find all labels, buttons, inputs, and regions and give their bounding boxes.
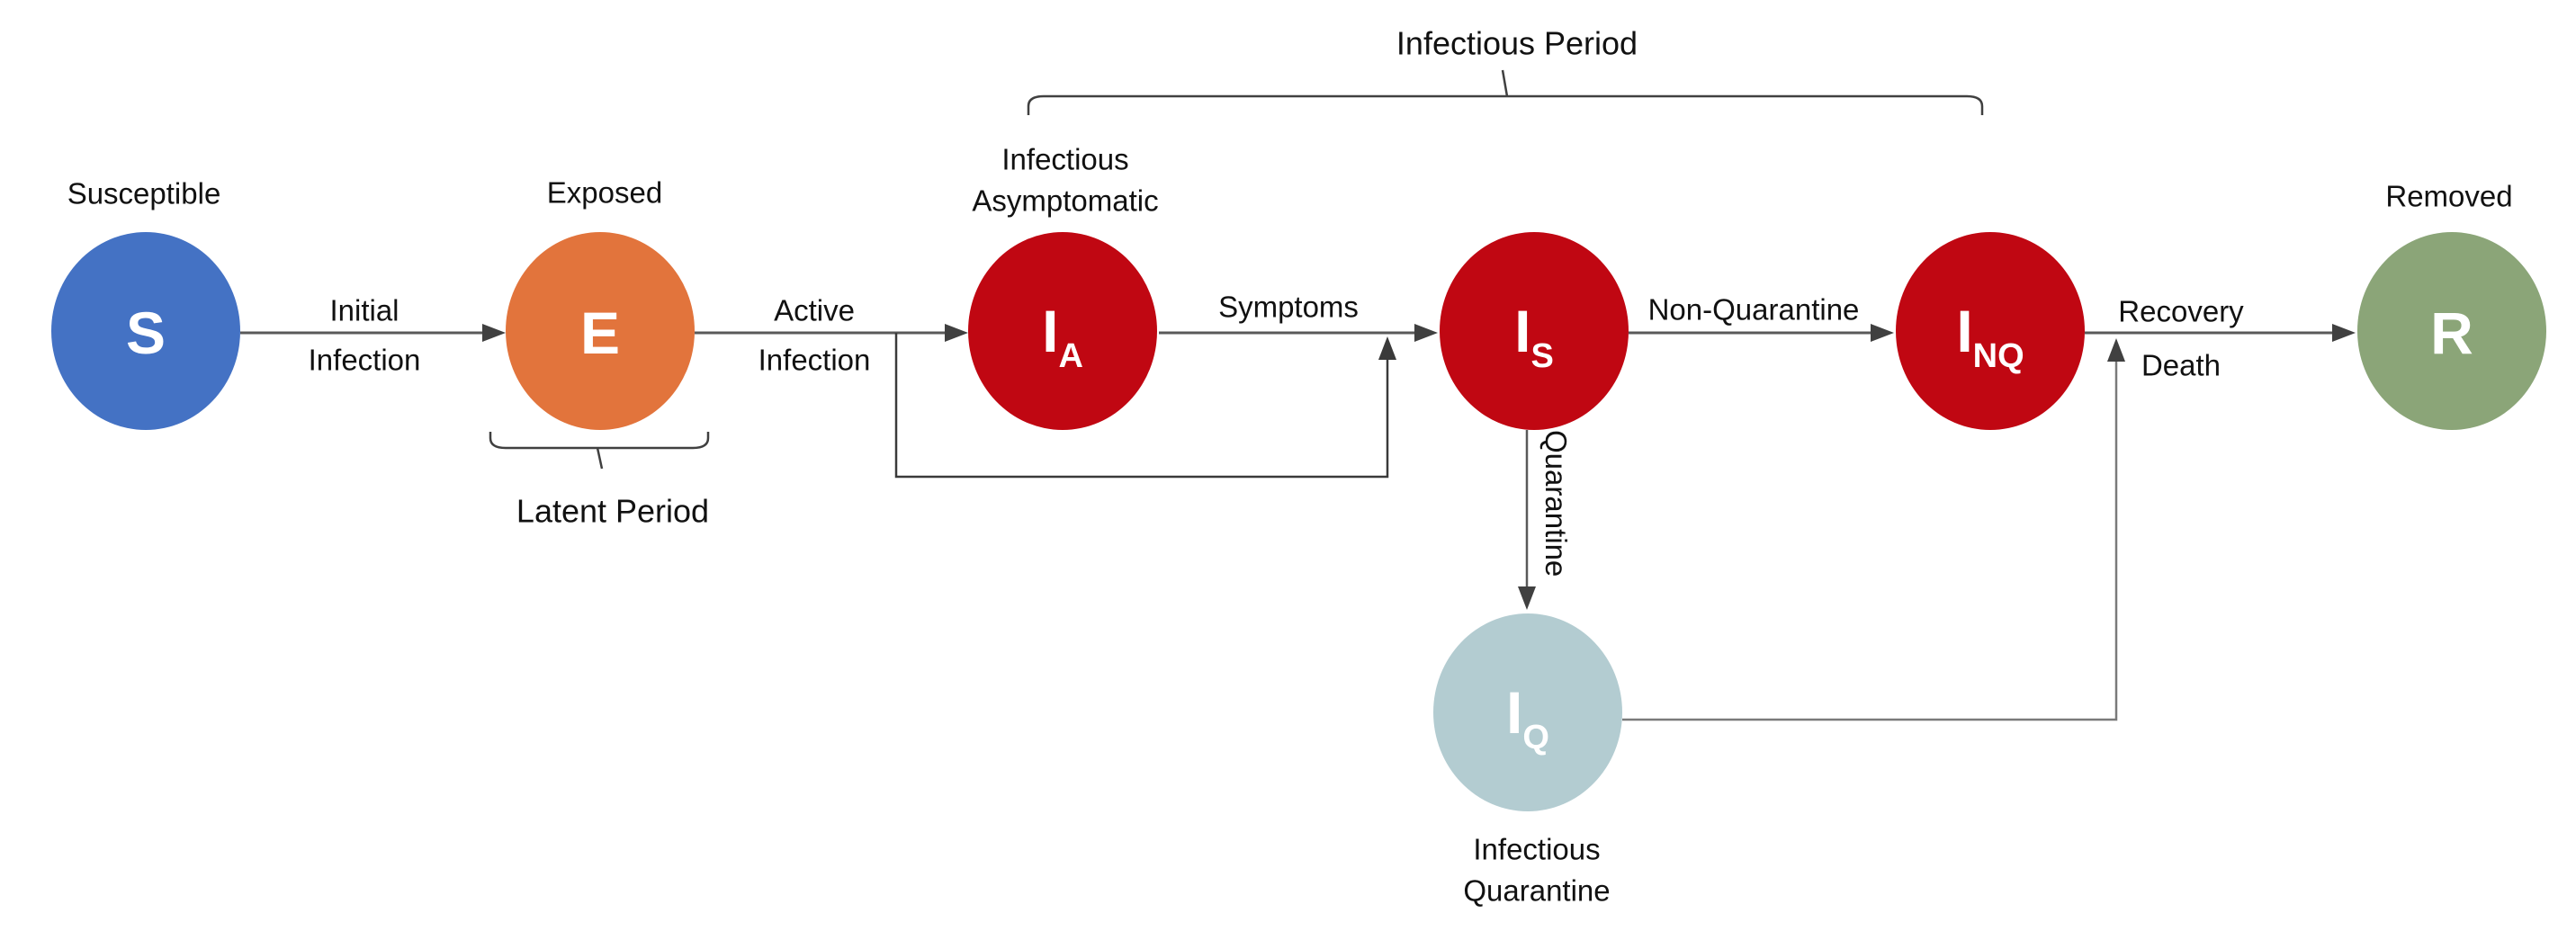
- infectious-non-quarantine-circle: [1896, 232, 2085, 430]
- node-susceptible: Susceptible S: [51, 177, 240, 430]
- quarantine-label: Quarantine: [1539, 430, 1573, 577]
- node-infectious-quarantine: IQ Infectious Quarantine: [1433, 613, 1622, 908]
- arrow-asymptomatic-bypass: [894, 333, 1396, 479]
- infectious-quarantine-circle: [1433, 613, 1622, 811]
- node-infectious-asymptomatic: Infectious Asymptomatic IA: [968, 143, 1159, 430]
- infectious-quarantine-letter: IQ: [1506, 679, 1549, 756]
- removed-caption: Removed: [2385, 180, 2512, 213]
- infectious-asymptomatic-circle: [968, 232, 1157, 430]
- quarantine-arrowhead-icon: [1518, 586, 1536, 610]
- infectious-asymptomatic-letter: IA: [1042, 298, 1083, 375]
- recovery-death-label-line1: Recovery: [2118, 295, 2244, 328]
- active-infection-label-line2: Infection: [758, 344, 871, 377]
- iq-subscript: Q: [1522, 719, 1549, 756]
- exposed-letter: E: [580, 300, 620, 366]
- node-removed: Removed R: [2357, 180, 2546, 430]
- symptoms-arrowhead-icon: [1414, 324, 1438, 342]
- non-quarantine-label: Non-Quarantine: [1648, 293, 1860, 327]
- infectious-period-brace-stem: [1501, 69, 1509, 97]
- asymptomatic-bypass-line: [894, 333, 1389, 479]
- exposed-circle: [506, 232, 695, 430]
- infectious-period-brace-line: [1027, 94, 1984, 115]
- initial-infection-arrowhead-icon: [482, 324, 506, 342]
- inq-main-letter: I: [1956, 298, 1972, 364]
- asymptomatic-bypass-arrowhead-icon: [1378, 336, 1396, 360]
- initial-infection-label-line1: Initial: [329, 294, 399, 327]
- recovery-death-label-line2: Death: [2141, 349, 2221, 382]
- active-infection-arrowhead-icon: [945, 324, 968, 342]
- brace-latent-period: Latent Period: [489, 432, 710, 530]
- arrow-symptoms: Symptoms: [1159, 291, 1438, 342]
- inq-subscript: NQ: [1973, 337, 2024, 375]
- is-main-letter: I: [1514, 298, 1530, 364]
- non-quarantine-arrowhead-icon: [1871, 324, 1894, 342]
- arrow-recovery-death: Recovery Death: [2085, 295, 2356, 382]
- infectious-quarantine-caption-line1: Infectious: [1473, 833, 1600, 866]
- infectious-quarantine-caption-line2: Quarantine: [1463, 874, 1610, 908]
- arrow-quarantine-return: [1622, 338, 2125, 721]
- ia-subscript: A: [1058, 337, 1082, 375]
- quarantine-return-arrowhead-icon: [2107, 338, 2125, 362]
- arrow-initial-infection: Initial Infection: [240, 294, 506, 377]
- susceptible-caption: Susceptible: [67, 177, 221, 210]
- arrow-non-quarantine: Non-Quarantine: [1629, 293, 1894, 342]
- susceptible-letter: S: [126, 300, 166, 366]
- ia-main-letter: I: [1042, 298, 1058, 364]
- brace-infectious-period: Infectious Period: [1027, 25, 1984, 115]
- infectious-symptomatic-circle: [1440, 232, 1629, 430]
- removed-circle: [2357, 232, 2546, 430]
- infectious-symptomatic-letter: IS: [1514, 298, 1554, 375]
- active-infection-label-line1: Active: [774, 294, 855, 327]
- latent-period-label: Latent Period: [516, 493, 709, 530]
- exposed-caption: Exposed: [547, 176, 662, 210]
- arrow-active-infection: Active Infection: [695, 294, 968, 377]
- removed-letter: R: [2430, 300, 2473, 366]
- initial-infection-label-line2: Infection: [309, 344, 421, 377]
- susceptible-circle: [51, 232, 240, 430]
- node-infectious-non-quarantine: INQ: [1896, 232, 2085, 430]
- quarantine-return-line: [1622, 362, 2118, 721]
- latent-period-brace-stem: [596, 447, 604, 470]
- recovery-death-arrowhead-icon: [2332, 324, 2356, 342]
- latent-period-brace-line: [489, 432, 710, 450]
- node-exposed: Exposed E: [506, 176, 695, 430]
- infectious-period-label: Infectious Period: [1396, 25, 1638, 62]
- symptoms-label: Symptoms: [1218, 291, 1359, 324]
- infectious-non-quarantine-letter: INQ: [1956, 298, 2024, 375]
- iq-main-letter: I: [1506, 679, 1522, 746]
- node-infectious-symptomatic: IS: [1440, 232, 1629, 430]
- infectious-asymptomatic-caption-line1: Infectious: [1001, 143, 1128, 176]
- infectious-asymptomatic-caption-line2: Asymptomatic: [972, 184, 1158, 218]
- is-subscript: S: [1530, 337, 1553, 375]
- arrow-quarantine: Quarantine: [1518, 430, 1573, 610]
